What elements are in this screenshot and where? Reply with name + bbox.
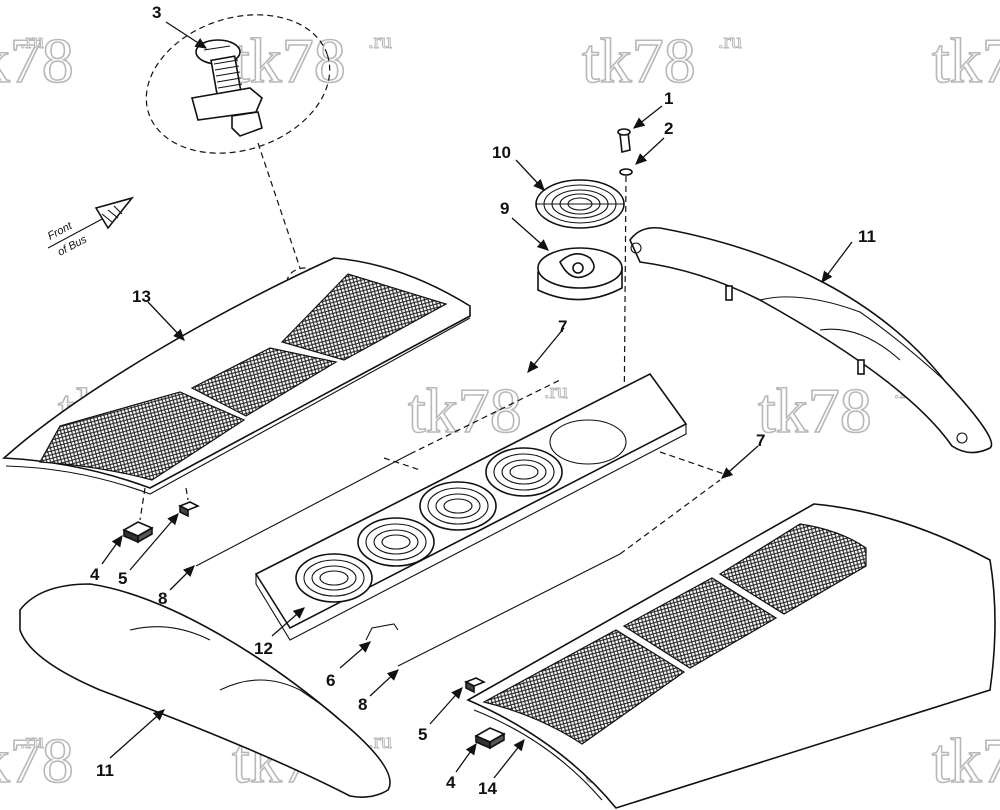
left-grille-cover: [2, 257, 471, 495]
watermark-text: tk78: [582, 25, 696, 96]
front-of-bus-indicator: Front of Bus: [46, 196, 135, 259]
watermark-suffix: .ru: [368, 28, 392, 53]
watermark: tk78 .ru: [0, 24, 75, 97]
callout-12: 12: [254, 639, 273, 658]
callout-6: 6: [326, 671, 335, 690]
fan-tray: [254, 372, 688, 641]
watermark: tk78: [931, 24, 1000, 97]
callout-1: 1: [664, 89, 673, 108]
right-clips: [464, 677, 506, 750]
watermark-text: tk78: [758, 375, 872, 446]
callout-11-lower: 11: [96, 761, 114, 780]
callout-5-left: 5: [118, 569, 127, 588]
watermark-text: tk78: [932, 725, 1000, 796]
callout-10: 10: [492, 143, 511, 162]
callout-8-upper: 8: [158, 589, 167, 608]
callout-4-left: 4: [90, 565, 100, 584]
callout-5-right: 5: [418, 725, 427, 744]
watermark-suffix: .ru: [20, 28, 44, 53]
watermark-suffix: .ru: [20, 728, 44, 753]
watermark-text: tk78: [0, 725, 74, 796]
watermark: tk78: [931, 724, 1000, 797]
fastener-detail: [145, 14, 331, 297]
callout-11-upper: 11: [858, 227, 876, 246]
tray-fan-guard: [485, 447, 563, 497]
fan-guard: [535, 179, 625, 229]
seal-strips: [195, 379, 731, 667]
callout-4-right: 4: [446, 773, 456, 792]
watermark: tk78 .ru: [231, 24, 392, 97]
callout-2: 2: [664, 119, 673, 138]
callout-13: 13: [132, 287, 151, 306]
callout-3: 3: [152, 3, 161, 22]
watermark-text: tk78: [408, 375, 522, 446]
left-clips: [122, 487, 200, 544]
callout-8-lower: 8: [358, 695, 367, 714]
watermark: tk78 .ru: [0, 724, 75, 797]
watermark: tk78 .ru: [407, 374, 568, 447]
watermark-suffix: .ru: [718, 28, 742, 53]
tray-fan-guard: [419, 481, 497, 531]
tray-fan-guard: [357, 517, 435, 567]
watermark: tk78 .ru: [581, 24, 742, 97]
watermark: tk78 .ru: [757, 374, 918, 447]
callout-7-lower: 7: [756, 431, 765, 450]
left-end-cap: [19, 583, 391, 798]
leader-lines: [101, 21, 853, 779]
watermark-text: tk78: [0, 25, 74, 96]
right-end-cap: [629, 226, 993, 454]
watermark-text: tk78: [932, 25, 1000, 96]
callout-14: 14: [478, 779, 497, 798]
callout-7-upper: 7: [558, 317, 567, 336]
screw-and-washer: [617, 128, 633, 431]
axial-fan: [537, 247, 623, 301]
callout-9: 9: [500, 199, 509, 218]
callouts: 3 1 2 10 9 11 13 7 7 4 5 8 12 6 8 11 5 4…: [90, 3, 876, 798]
tray-fan-guard: [295, 553, 373, 603]
right-grille-cover: [466, 503, 996, 809]
